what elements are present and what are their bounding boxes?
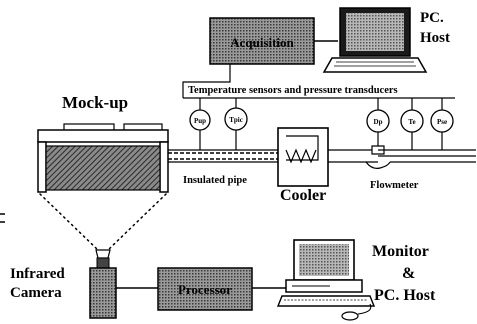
sensors-label: Temperature sensors and pressure transdu… xyxy=(188,85,398,96)
insulated-pipe-label: Insulated pipe xyxy=(183,175,247,186)
gauge-pup: Pup xyxy=(189,98,211,150)
processor-label: Processor xyxy=(178,282,232,297)
gauge-pse: Pse xyxy=(430,98,454,150)
monitor-label: Monitor xyxy=(372,243,429,260)
insulated-pipe xyxy=(168,149,278,163)
ampersand-label: & xyxy=(402,265,415,282)
processor-unit: Processor xyxy=(157,267,253,311)
cooler xyxy=(277,127,378,187)
infrared-label-line2: Camera xyxy=(10,285,62,301)
infrared-label-line1: Infrared xyxy=(10,266,65,282)
gauge-tpic: Tpic xyxy=(224,98,248,150)
pc-host-bottom-label: PC. Host xyxy=(374,287,436,304)
mock-up xyxy=(37,123,169,193)
laptop-computer-icon xyxy=(322,7,428,73)
camera-field-of-view xyxy=(39,193,167,251)
svg-text:Te: Te xyxy=(408,118,415,126)
pc-host-top-line1: PC. xyxy=(420,10,444,26)
svg-text:Pup: Pup xyxy=(194,117,206,125)
pc-host-top-line2: Host xyxy=(420,30,450,46)
return-pipe xyxy=(365,149,476,169)
svg-text:Dp: Dp xyxy=(374,118,383,126)
desktop-computer-icon xyxy=(276,239,376,321)
svg-text:Tpic: Tpic xyxy=(229,116,243,124)
svg-text:Pse: Pse xyxy=(437,118,447,126)
acquisition-unit: Acquisition xyxy=(209,17,315,65)
acquisition-label: Acquisition xyxy=(230,35,294,50)
mock-up-label: Mock-up xyxy=(62,93,128,112)
bus-to-mockup xyxy=(182,64,231,98)
cooler-label: Cooler xyxy=(280,187,326,204)
gauge-te: Te xyxy=(400,98,424,150)
flowmeter-label: Flowmeter xyxy=(370,180,419,191)
gauge-dp: Dp xyxy=(366,98,390,155)
infrared-camera-icon xyxy=(89,249,117,319)
